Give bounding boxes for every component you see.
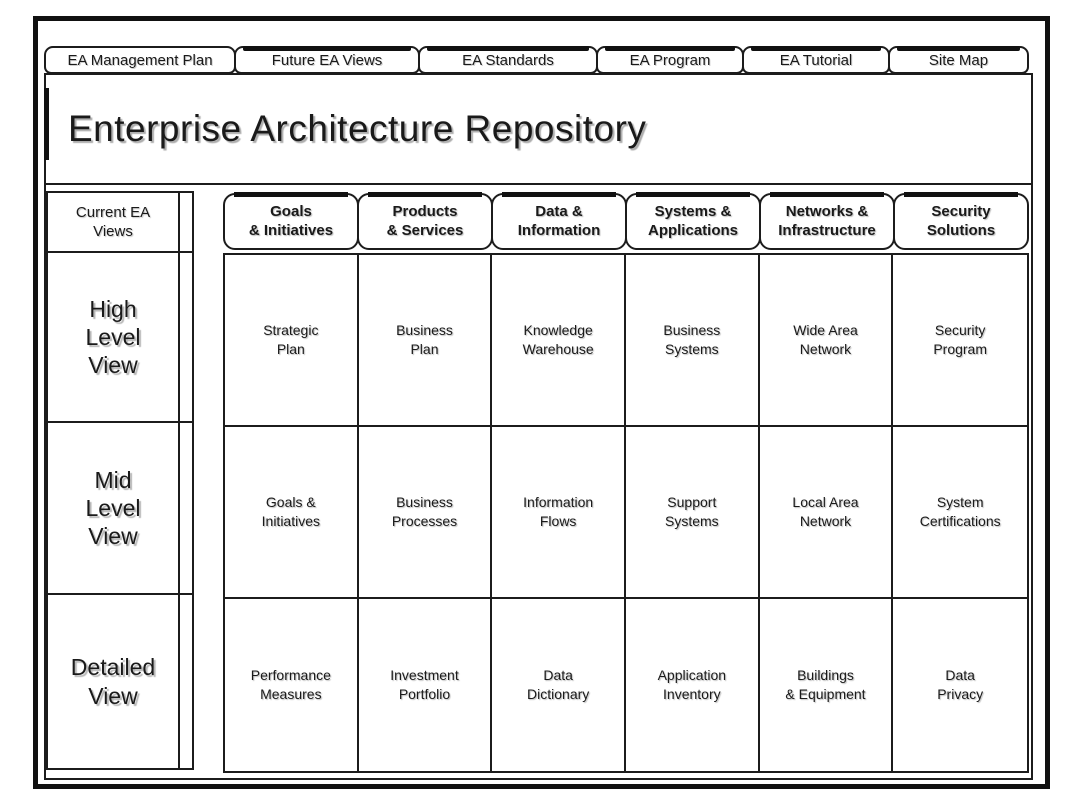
spine-strip-row1: [180, 253, 194, 423]
cell-data-dictionary[interactable]: Data Dictionary: [492, 599, 626, 771]
current-ea-views-column: Current EA Views High Level View Mid Lev…: [46, 191, 194, 770]
cell-application-inventory[interactable]: Application Inventory: [626, 599, 760, 771]
nav-tab-site-map[interactable]: Site Map: [888, 46, 1029, 74]
nav-tab-ea-program[interactable]: EA Program: [596, 46, 744, 74]
cell-business-systems[interactable]: Business Systems: [626, 255, 760, 427]
spine-strip-row3: [180, 595, 194, 770]
artifact-grid: Strategic Plan Business Plan Knowledge W…: [223, 253, 1029, 773]
cell-security-program[interactable]: Security Program: [893, 255, 1027, 427]
cell-local-area-network[interactable]: Local Area Network: [759, 427, 894, 599]
cell-data-privacy[interactable]: Data Privacy: [937, 667, 984, 702]
cell-buildings-equipment[interactable]: Buildings & Equipment: [760, 599, 894, 771]
nav-tab-future-ea-views[interactable]: Future EA Views: [234, 46, 420, 74]
spine-strip-row2: [180, 423, 194, 595]
cell-business-plan[interactable]: Business Plan: [358, 255, 493, 427]
column-tab-goals-initiatives[interactable]: Goals & Initiatives: [223, 192, 359, 250]
row-label-mid-level-view: Mid Level View: [46, 423, 180, 595]
cell-investment-portfolio[interactable]: Investment Portfolio: [359, 599, 493, 771]
main-panel: Enterprise Architecture Repository Curre…: [44, 73, 1033, 780]
column-tab-networks-infrastructure[interactable]: Networks & Infrastructure: [759, 192, 895, 250]
column-tab-security-solutions[interactable]: Security Solutions: [893, 192, 1029, 250]
nav-tab-bar: EA Management Plan Future EA Views EA St…: [44, 46, 1029, 74]
cell-support-systems[interactable]: Support Systems: [626, 427, 760, 599]
cell-performance-measures[interactable]: Performance Measures: [225, 599, 359, 771]
cell-wide-area-network[interactable]: Wide Area Network: [759, 255, 894, 427]
cell-system-certifications[interactable]: System Certifications: [893, 427, 1027, 599]
repository-window: EA Management Plan Future EA Views EA St…: [33, 16, 1050, 789]
column-tab-data-information[interactable]: Data & Information: [491, 192, 627, 250]
nav-tab-ea-management-plan[interactable]: EA Management Plan: [44, 46, 236, 74]
cell-information-flows[interactable]: Information Flows: [492, 427, 626, 599]
column-tab-systems-applications[interactable]: Systems & Applications: [625, 192, 761, 250]
current-ea-views-label: Current EA Views: [46, 191, 180, 253]
column-tab-products-services[interactable]: Products & Services: [357, 192, 493, 250]
page-title: Enterprise Architecture Repository: [44, 75, 1031, 185]
spine-strip-header: [180, 191, 194, 253]
cell-business-processes[interactable]: Business Processes: [358, 427, 493, 599]
repository-body: Current EA Views High Level View Mid Lev…: [46, 185, 1031, 776]
nav-tab-ea-standards[interactable]: EA Standards: [418, 46, 598, 74]
artifact-grid-area: Goals & Initiatives Products & Services …: [223, 185, 1029, 773]
cell-strategic-plan[interactable]: Strategic Plan: [225, 255, 359, 427]
row-label-detailed-view: Detailed View: [46, 595, 180, 770]
column-tab-bar: Goals & Initiatives Products & Services …: [223, 192, 1029, 250]
cell-goals-initiatives[interactable]: Goals & Initiatives: [225, 427, 359, 599]
cell-knowledge-warehouse[interactable]: Knowledge Warehouse: [492, 255, 626, 427]
row-label-high-level-view: High Level View: [46, 253, 180, 423]
nav-tab-ea-tutorial[interactable]: EA Tutorial: [742, 46, 890, 74]
